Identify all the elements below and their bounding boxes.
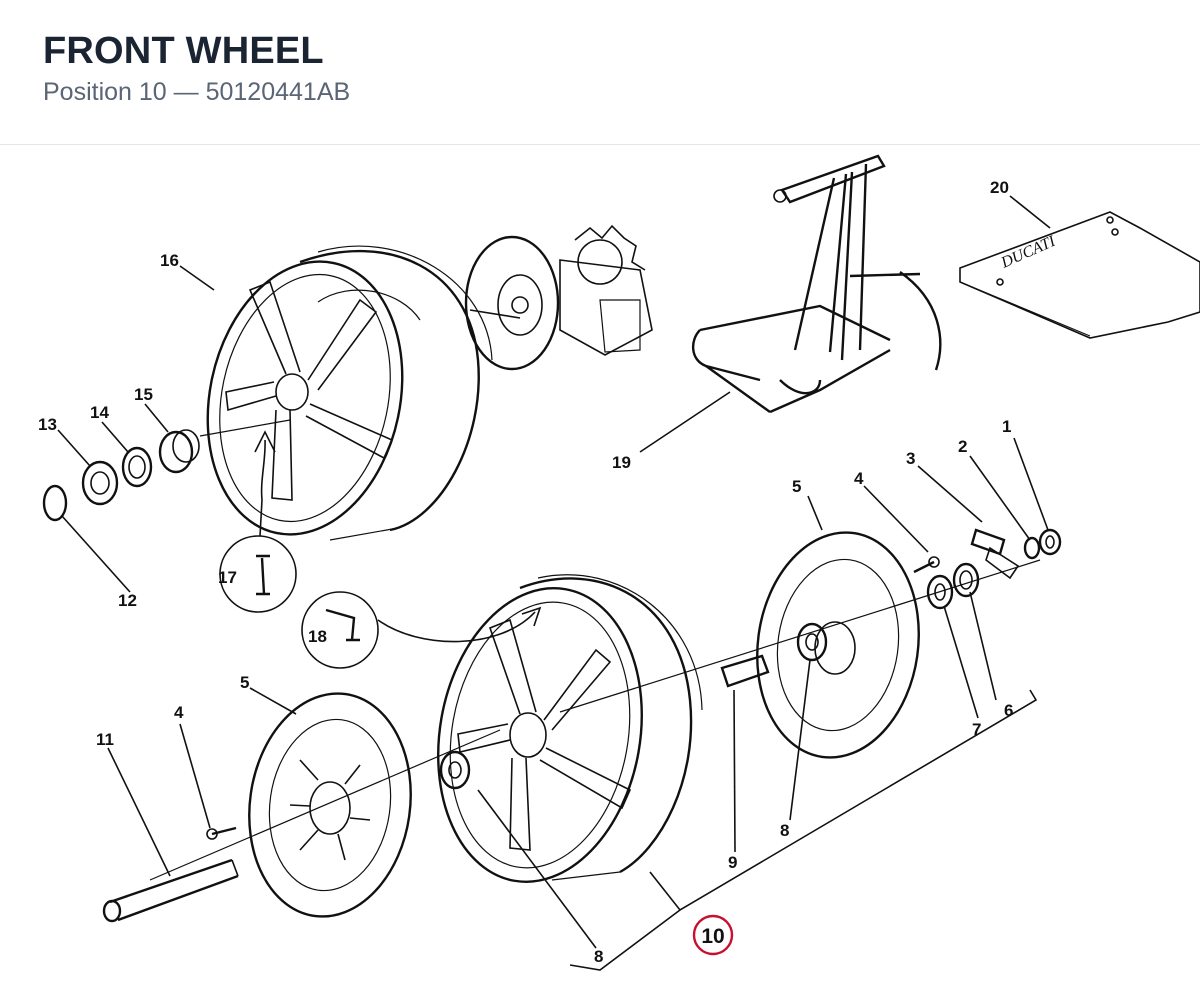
part-number-4-right[interactable]: 4: [854, 469, 864, 488]
part-number-20[interactable]: 20: [990, 178, 1009, 197]
axle-spacer[interactable]: [720, 654, 770, 688]
right-brake-disc[interactable]: [743, 522, 933, 768]
rear-wheel-rim[interactable]: [183, 243, 493, 552]
part-number-12[interactable]: 12: [118, 591, 137, 610]
washer-2[interactable]: [1023, 536, 1041, 560]
part-number-17[interactable]: 17: [218, 568, 237, 587]
bike-cover[interactable]: DUCATI: [959, 211, 1200, 339]
left-bearing[interactable]: [439, 750, 471, 790]
tire-valve-callout[interactable]: [219, 430, 297, 613]
right-bearing[interactable]: [796, 622, 828, 662]
part-number-16[interactable]: 16: [160, 251, 179, 270]
part-number-10[interactable]: 10: [701, 925, 724, 948]
paddock-stand[interactable]: [692, 154, 942, 414]
left-disc-bolt[interactable]: [206, 826, 237, 840]
part-number-3[interactable]: 3: [906, 449, 915, 468]
axle-pinch-bolt[interactable]: [970, 528, 1020, 580]
part-number-5-left[interactable]: 5: [240, 673, 249, 692]
angled-valve-callout[interactable]: [301, 591, 542, 669]
oil-seal[interactable]: [926, 574, 954, 610]
part-number-4-left[interactable]: 4: [174, 703, 184, 722]
left-brake-disc[interactable]: [235, 683, 425, 927]
nut-1[interactable]: [1038, 528, 1062, 556]
highlight-ring: [692, 914, 734, 956]
circlip[interactable]: [42, 484, 68, 522]
right-disc-bolt[interactable]: [913, 556, 940, 574]
position-10-highlight[interactable]: 10: [692, 914, 734, 956]
part-number-9[interactable]: 9: [728, 853, 737, 872]
part-number-14[interactable]: 14: [90, 403, 109, 422]
spacer[interactable]: [158, 429, 200, 474]
page-header: FRONT WHEEL Position 10 — 50120441AB: [0, 0, 1200, 145]
rear-disc-sprocket-assembly: [464, 224, 653, 371]
part-number-8-left[interactable]: 8: [594, 947, 603, 966]
part-number-19[interactable]: 19: [612, 453, 631, 472]
wheel-axle[interactable]: [102, 858, 239, 923]
page-title: FRONT WHEEL: [43, 30, 324, 72]
part-number-8-right[interactable]: 8: [780, 821, 789, 840]
front-wheel-rim[interactable]: [416, 572, 703, 898]
part-number-6[interactable]: 6: [1004, 701, 1013, 720]
ring-nut[interactable]: [81, 460, 119, 506]
part-number-15[interactable]: 15: [134, 385, 153, 404]
part-number-2[interactable]: 2: [958, 437, 967, 456]
part-number-5-right[interactable]: 5: [792, 477, 801, 496]
page-subtitle: Position 10 — 50120441AB: [43, 78, 351, 106]
part-number-1[interactable]: 1: [1002, 417, 1011, 436]
part-number-7[interactable]: 7: [972, 720, 981, 739]
svg-text:DUCATI: DUCATI: [998, 233, 1059, 272]
leader-lines: [57, 195, 1051, 971]
part-number-13[interactable]: 13: [38, 415, 57, 434]
seal-spacer[interactable]: [952, 562, 980, 598]
part-number-11[interactable]: 11: [96, 730, 114, 749]
exploded-parts-diagram: DUCATI: [38, 154, 1200, 971]
washer[interactable]: [121, 446, 153, 488]
part-number-18[interactable]: 18: [308, 627, 327, 646]
